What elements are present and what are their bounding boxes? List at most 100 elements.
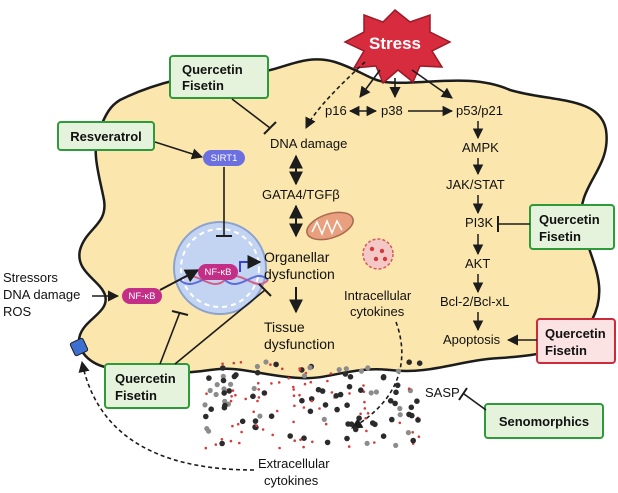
cytokine-dot	[287, 433, 294, 439]
cytokine-dot	[315, 386, 322, 393]
tissue-label: Tissue	[264, 319, 305, 335]
cytokine-dot	[293, 439, 297, 443]
cytokine-dot	[310, 399, 314, 403]
cytokine-dot	[273, 361, 279, 368]
cytokine-dot	[202, 402, 208, 408]
mitochondrion-icon	[306, 211, 354, 241]
quercetin-apoptosis-line2: Fisetin	[545, 343, 587, 358]
quercetin-apoptosis-box: Quercetin Fisetin	[536, 318, 616, 364]
cytokine-dot	[330, 391, 334, 394]
cytokine-dot	[318, 407, 321, 410]
cytokine-particles	[202, 359, 423, 450]
cytokine-dot	[347, 374, 354, 380]
cytokine-dot	[226, 388, 232, 394]
cytokine-dot	[206, 375, 212, 381]
cytokine-dot	[292, 388, 296, 391]
cytokine-dot	[345, 421, 351, 427]
cytokine-dot	[292, 420, 295, 424]
cytokine-dot	[205, 392, 208, 396]
cytokine-dot	[234, 393, 237, 397]
cytokine-dot	[393, 442, 399, 448]
cytokine-dot	[232, 361, 236, 365]
cytokine-dot	[301, 373, 308, 379]
cytokine-dot	[254, 369, 261, 376]
intracellular-label: Intracellular	[344, 288, 412, 303]
cytokine-dot	[298, 393, 301, 397]
cytokine-dot	[369, 420, 376, 426]
cytokine-dot	[415, 417, 421, 423]
cytokine-dot	[359, 412, 362, 416]
p38-label: p38	[381, 103, 403, 118]
cytokine-dot	[365, 365, 371, 371]
cytokine-dot	[307, 365, 313, 371]
resveratrol-label: Resveratrol	[70, 129, 142, 144]
cytokine-dot	[333, 393, 340, 399]
ampk-label: AMPK	[462, 140, 499, 155]
cytokine-dot	[221, 362, 224, 366]
receptor-icon	[69, 337, 89, 357]
cytokine-dot	[321, 416, 327, 422]
resveratrol-box: Resveratrol	[57, 121, 155, 151]
cytokine-dot	[222, 402, 228, 409]
quercetin-top-line2: Fisetin	[182, 78, 224, 93]
cytokine-dot	[417, 435, 421, 439]
cytokine-dot	[277, 381, 281, 384]
cytokine-dot	[373, 389, 379, 395]
cytokine-dot	[244, 397, 247, 401]
nfkb-nucleus-pill	[198, 264, 238, 280]
cytokine-dot	[214, 443, 218, 446]
cytokine-dot	[238, 441, 241, 445]
intracellular-cytokines-label: cytokines	[350, 304, 405, 319]
nfkb-cytoplasm-label: NF-κB	[129, 291, 156, 302]
cytokine-dot	[239, 418, 246, 425]
stress-burst	[343, 8, 452, 85]
cytokine-dot	[287, 376, 290, 380]
cytokine-dot	[221, 386, 227, 392]
cytokine-dot	[326, 379, 329, 383]
cytokine-dot	[299, 438, 302, 442]
cytokine-dot	[395, 368, 402, 374]
quercetin-top-line1: Quercetin	[182, 62, 243, 77]
senomorphics-label: Senomorphics	[499, 414, 589, 429]
cytokine-dot	[261, 428, 265, 431]
cytokine-dot	[311, 440, 314, 444]
cytokine-dot	[387, 398, 394, 404]
cytokine-dot	[309, 380, 313, 384]
cytokine-dot	[329, 372, 333, 375]
cytokine-dot	[230, 395, 233, 398]
cytokine-dot	[263, 359, 269, 365]
cytokine-dot	[308, 396, 315, 402]
cytokine-dot	[398, 421, 402, 425]
cytokine-dot	[322, 402, 329, 408]
cytokine-dot	[206, 428, 212, 434]
extracellular-cytokines-label: cytokines	[264, 473, 319, 488]
stressors-label: Stressors	[3, 270, 58, 285]
cytokine-dot	[414, 398, 420, 405]
cytokine-dot	[239, 361, 243, 364]
quercetin-apoptosis-line1: Quercetin	[545, 326, 606, 341]
cytokine-dot	[252, 410, 255, 414]
cytokine-dot	[368, 390, 374, 396]
quercetin-bottom-line1: Quercetin	[115, 371, 176, 386]
dysfunction-label: dysfunction	[264, 266, 335, 282]
cytokine-dot	[405, 430, 411, 436]
stressors-dna-label: DNA damage	[3, 287, 80, 302]
cytokine-dot	[346, 383, 353, 390]
cytokine-dot	[343, 366, 349, 372]
bcl2-label: Bcl-2/Bcl-xL	[440, 294, 509, 309]
stressors-ros-label: ROS	[3, 304, 32, 319]
cytokine-dot	[342, 371, 349, 377]
cytokine-dot	[363, 407, 367, 410]
cytokine-dot	[256, 399, 259, 403]
akt-label: AKT	[465, 256, 490, 271]
cytokine-dot	[389, 416, 395, 423]
quercetin-bottom-line2: Fisetin	[115, 388, 157, 403]
cytokine-dot	[344, 435, 350, 442]
organellar-label: Organellar	[264, 249, 330, 265]
cytokine-dot	[397, 412, 403, 418]
cytokine-dot	[268, 413, 275, 420]
cytokine-dot	[302, 445, 305, 449]
cytokine-dot	[344, 402, 350, 409]
cytokine-dot	[358, 368, 365, 374]
